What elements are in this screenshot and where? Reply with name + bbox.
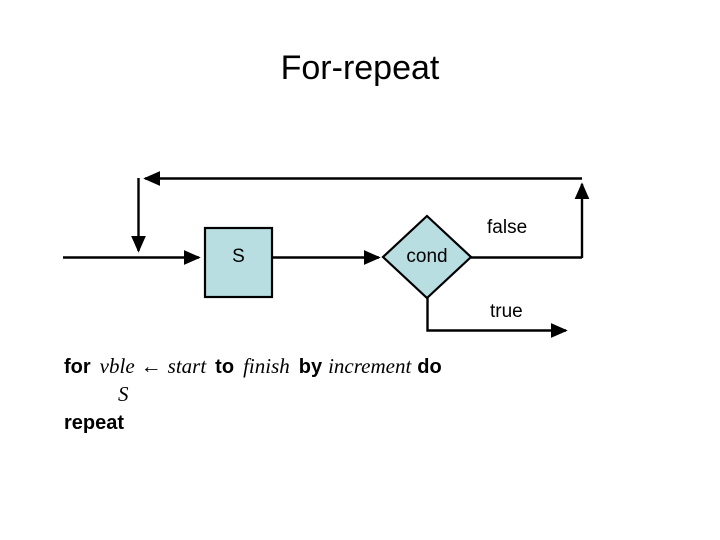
- false-branch-label: false: [487, 217, 528, 238]
- variable-vble: vble: [99, 354, 135, 378]
- variable-start: start: [167, 354, 207, 378]
- assignment-arrow-icon: ←: [140, 354, 162, 378]
- page-title: For-repeat: [280, 49, 440, 87]
- keyword-do: do: [417, 356, 442, 378]
- process-box: [203, 226, 274, 299]
- pseudocode-line-2: S: [64, 380, 664, 408]
- process-box-label: S: [232, 246, 245, 267]
- statement-body-s: S: [118, 382, 129, 406]
- true-branch-label: true: [490, 301, 523, 322]
- decision-diamond-label: cond: [406, 246, 448, 267]
- variable-finish: finish: [243, 354, 290, 378]
- variable-increment: increment: [328, 354, 412, 378]
- pseudocode-line-3: repeat: [64, 408, 664, 436]
- keyword-by: by: [298, 356, 323, 378]
- true-edge: [426, 298, 568, 338]
- keyword-for: for: [64, 356, 91, 378]
- loop-back-edge: [131, 171, 590, 258]
- keyword-repeat: repeat: [64, 412, 125, 434]
- keyword-to: to: [215, 356, 235, 378]
